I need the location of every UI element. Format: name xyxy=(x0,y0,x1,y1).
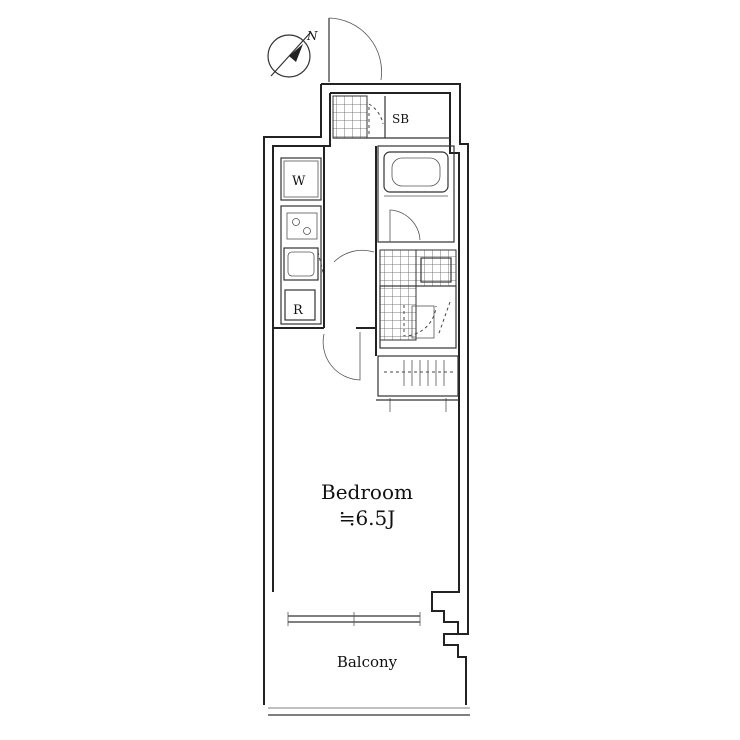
interior-walls xyxy=(273,146,459,401)
kitchen-counter: R xyxy=(280,205,325,325)
entry-area: SB xyxy=(332,95,450,139)
outer-walls xyxy=(263,83,470,716)
washer-label: W xyxy=(292,174,306,189)
compass-icon: N xyxy=(267,29,318,78)
bathroom xyxy=(377,145,455,243)
balcony-window xyxy=(287,612,421,626)
sb-label: SB xyxy=(392,112,409,126)
entrance-door xyxy=(328,17,382,82)
washer-space: W xyxy=(280,157,322,201)
bedroom-size: ≒6.5J xyxy=(339,506,396,530)
refrigerator-label: R xyxy=(293,303,304,318)
compass-north-label: N xyxy=(306,29,318,43)
balcony-label: Balcony xyxy=(337,653,398,671)
washroom xyxy=(379,249,457,349)
closet xyxy=(377,355,459,412)
bedroom-label: Bedroom xyxy=(321,480,413,504)
